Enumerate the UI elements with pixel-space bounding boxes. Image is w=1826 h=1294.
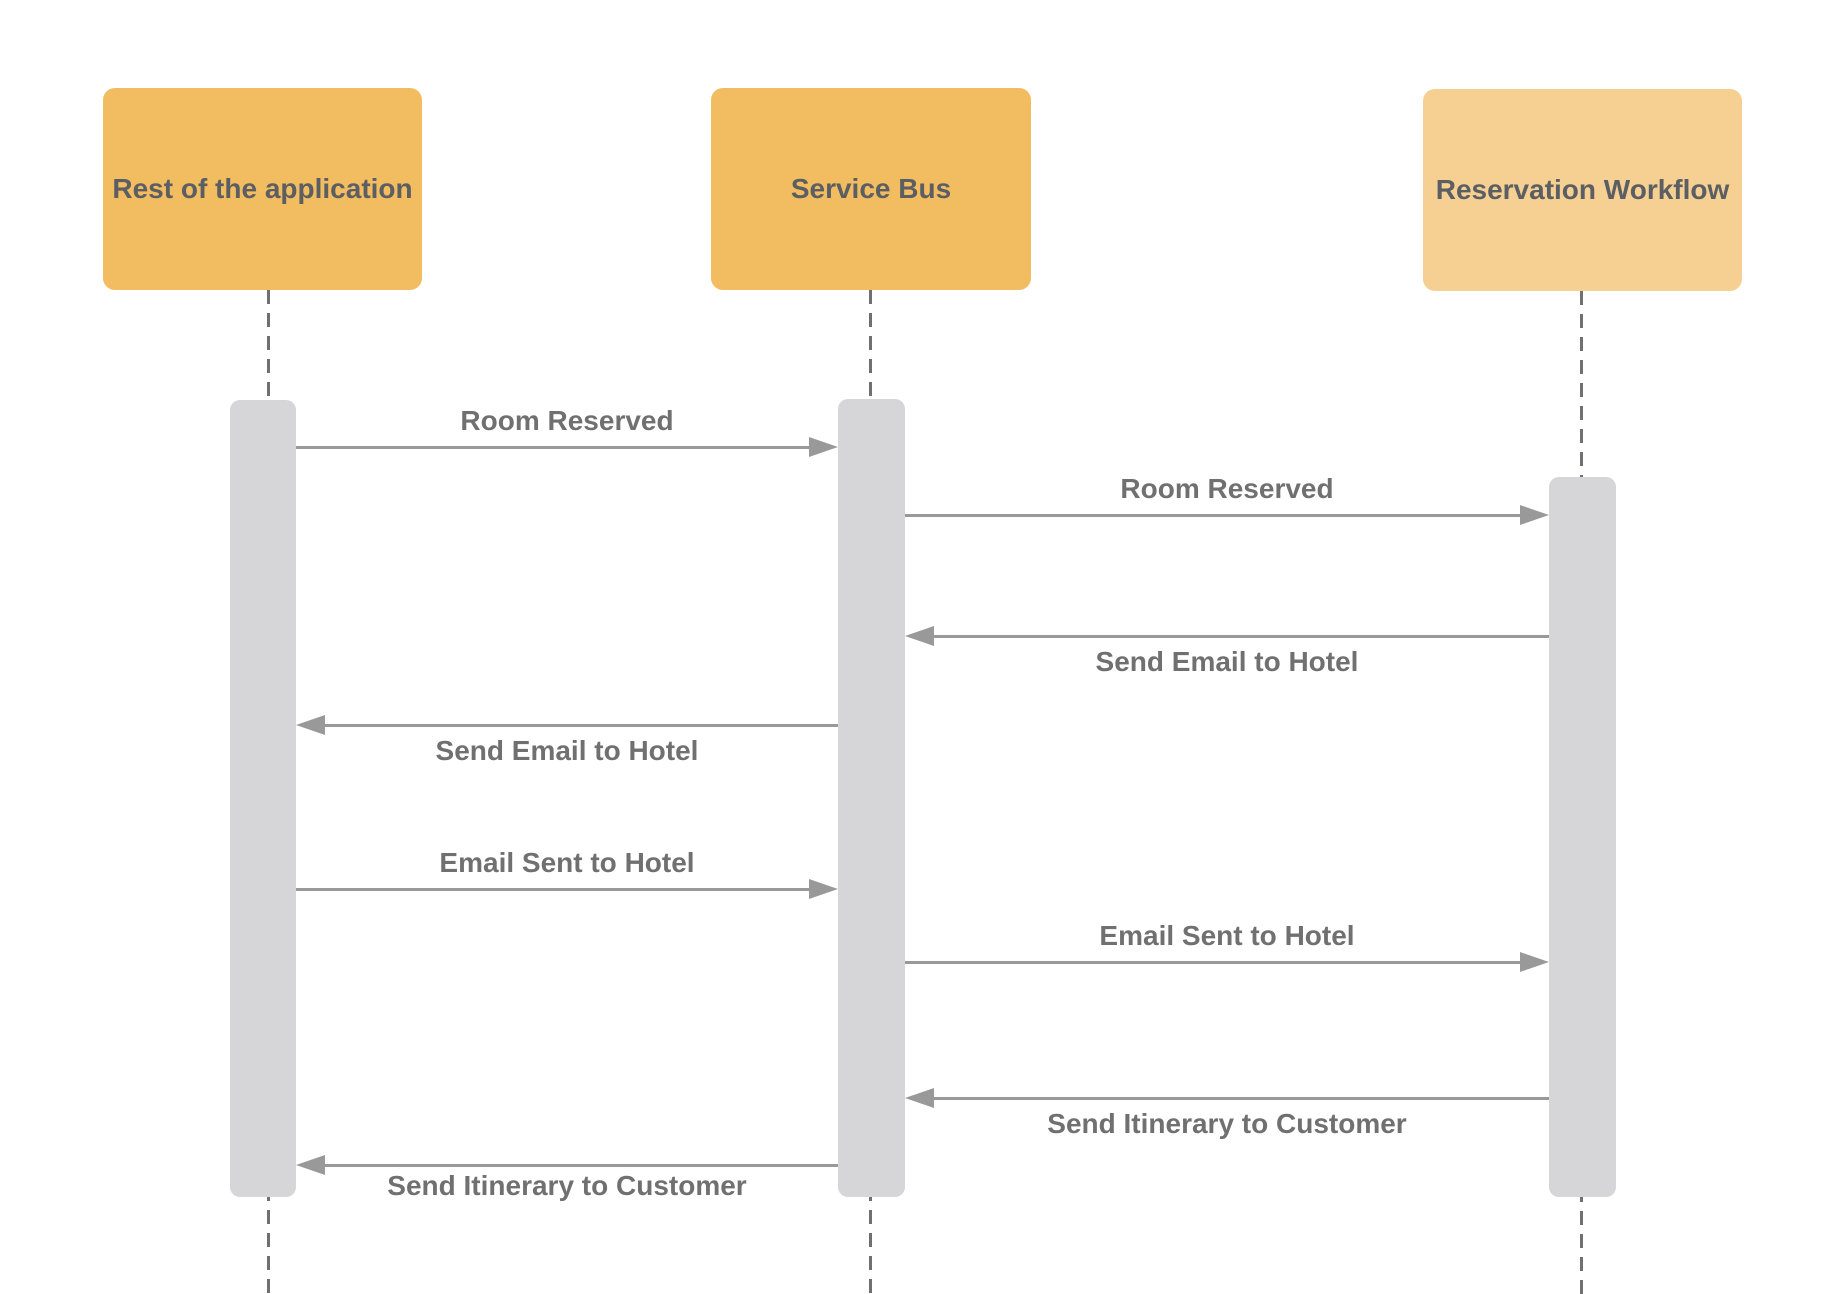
- actor-label-reservation-workflow: Reservation Workflow: [1435, 174, 1730, 205]
- message-label: Send Itinerary to Customer: [1047, 1108, 1407, 1139]
- message-line: [934, 635, 1549, 638]
- message-line: [296, 446, 809, 449]
- message-label: Send Itinerary to Customer: [387, 1170, 747, 1201]
- actor-box-reservation-workflow: Reservation Workflow: [1423, 89, 1742, 291]
- arrowhead-right-icon: [809, 437, 838, 457]
- arrowhead-left-icon: [296, 715, 325, 735]
- arrowhead-left-icon: [905, 1088, 934, 1108]
- actor-box-service-bus: Service Bus: [711, 88, 1031, 290]
- message-label: Room Reserved: [1120, 473, 1334, 504]
- message-label: Email Sent to Hotel: [439, 847, 695, 878]
- arrowhead-left-icon: [296, 1155, 325, 1175]
- message-label: Send Email to Hotel: [435, 735, 699, 766]
- message-line: [905, 514, 1520, 517]
- activation-bar-service-bus: [838, 399, 905, 1197]
- message-label: Send Email to Hotel: [1095, 646, 1359, 677]
- activation-bar-rest-of-the-application: [230, 400, 296, 1197]
- message-label: Email Sent to Hotel: [1099, 920, 1355, 951]
- message-line: [296, 888, 809, 891]
- message-line: [934, 1097, 1549, 1100]
- arrowhead-right-icon: [809, 879, 838, 899]
- actor-box-rest-of-the-application: Rest of the application: [103, 88, 422, 290]
- actor-label-rest-of-the-application: Rest of the application: [112, 173, 413, 204]
- message-line: [325, 1164, 838, 1167]
- arrowhead-right-icon: [1520, 952, 1549, 972]
- arrowhead-left-icon: [905, 626, 934, 646]
- actor-label-service-bus: Service Bus: [790, 173, 952, 204]
- message-line: [905, 961, 1520, 964]
- activation-bar-reservation-workflow: [1549, 477, 1616, 1197]
- message-line: [325, 724, 838, 727]
- arrowhead-right-icon: [1520, 505, 1549, 525]
- message-label: Room Reserved: [460, 405, 674, 436]
